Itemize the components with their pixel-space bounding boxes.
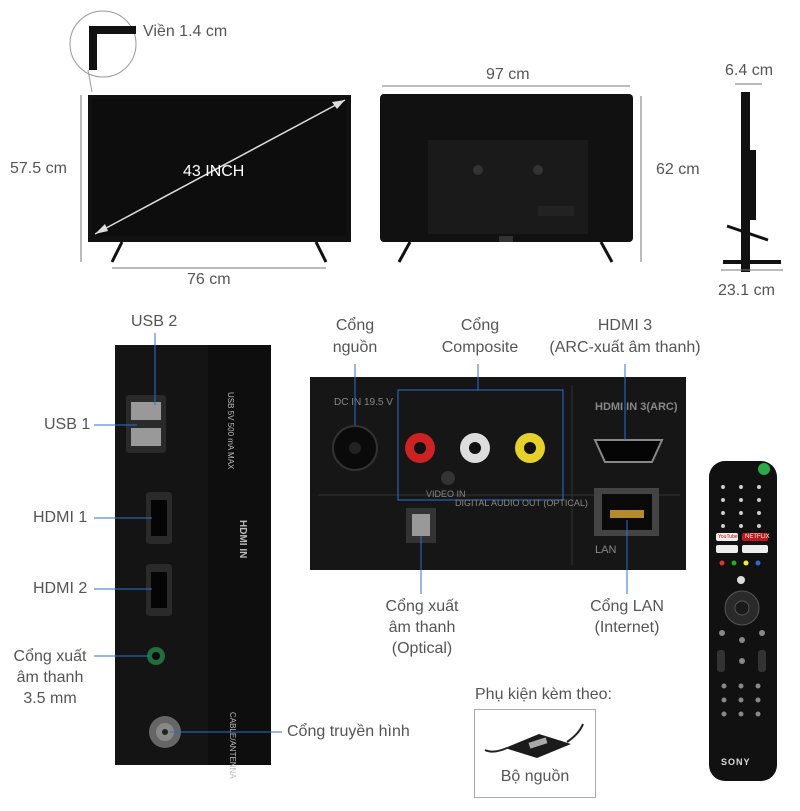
usb1-label: USB 1 bbox=[44, 416, 91, 433]
svg-text:HDMI IN 3(ARC): HDMI IN 3(ARC) bbox=[595, 401, 678, 413]
power-adapter-label: Bộ nguồn bbox=[500, 768, 570, 785]
audio-jack-label-line3: 3.5 mm bbox=[23, 690, 77, 707]
svg-text:DC IN 19.5 V: DC IN 19.5 V bbox=[334, 397, 393, 408]
side-depth-top-label: 6.4 cm bbox=[725, 62, 774, 79]
lan-port-label-line1: Cổng LAN bbox=[590, 598, 664, 615]
side-depth-bottom-label: 23.1 cm bbox=[718, 282, 775, 299]
power-adapter-box: Bộ nguồn bbox=[474, 709, 596, 798]
svg-text:LAN: LAN bbox=[595, 544, 616, 556]
svg-text:CABLE/ANTENNA: CABLE/ANTENNA bbox=[228, 712, 237, 779]
remote-brand-logo: SONY bbox=[721, 757, 751, 767]
bezel-label: Viền 1.4 cm bbox=[143, 23, 228, 40]
antenna-label: Cổng truyền hình bbox=[287, 723, 410, 740]
power-port-label: Cổng nguồn bbox=[320, 315, 390, 359]
hdmi2-label: HDMI 2 bbox=[33, 580, 88, 597]
optical-port-label-line3: (Optical) bbox=[391, 640, 453, 657]
optical-port-label-line2: âm thanh bbox=[388, 619, 456, 636]
remote-netflix-button: NETFLIX bbox=[745, 534, 770, 540]
screen-size-label: 43 INCH bbox=[183, 163, 245, 180]
audio-jack-label-line2: âm thanh bbox=[16, 669, 84, 686]
svg-text:HDMI IN: HDMI IN bbox=[237, 520, 248, 558]
composite-port-label-line1: Cổng bbox=[460, 317, 500, 334]
remote-youtube-button: YouTube bbox=[718, 534, 738, 540]
front-height-label: 57.5 cm bbox=[10, 160, 67, 177]
power-port-label-line2: nguồn bbox=[332, 339, 378, 356]
lan-port-label-line2: (Internet) bbox=[594, 619, 660, 636]
back-width-label: 97 cm bbox=[486, 66, 530, 83]
svg-text:USB 5V 500 mA MAX: USB 5V 500 mA MAX bbox=[226, 392, 235, 470]
composite-port-label: Cổng Composite bbox=[430, 315, 530, 359]
accessories-heading: Phụ kiện kèm theo: bbox=[475, 686, 612, 703]
power-port-label-line1: Cổng bbox=[335, 317, 375, 334]
hdmi3-port-label: HDMI 3 (ARC-xuất âm thanh) bbox=[540, 315, 710, 359]
audio-jack-label: Cổng xuất âm thanh 3.5 mm bbox=[8, 646, 92, 709]
composite-port-label-line2: Composite bbox=[441, 339, 519, 356]
usb2-label: USB 2 bbox=[131, 313, 178, 330]
lan-port-label: Cổng LAN (Internet) bbox=[580, 596, 674, 638]
front-width-label: 76 cm bbox=[187, 271, 231, 288]
svg-text:VIDEO IN: VIDEO IN bbox=[426, 489, 466, 499]
hdmi3-port-label-line1: HDMI 3 bbox=[597, 317, 653, 334]
audio-jack-label-line1: Cổng xuất bbox=[13, 648, 87, 665]
optical-port-label-line1: Cổng xuất bbox=[385, 598, 459, 615]
svg-text:DIGITAL AUDIO OUT (OPTICAL): DIGITAL AUDIO OUT (OPTICAL) bbox=[455, 498, 588, 508]
back-height-label: 62 cm bbox=[656, 161, 700, 178]
optical-port-label: Cổng xuất âm thanh (Optical) bbox=[370, 596, 474, 659]
hdmi3-port-label-line2: (ARC-xuất âm thanh) bbox=[549, 339, 701, 356]
hdmi1-label: HDMI 1 bbox=[33, 509, 88, 526]
power-adapter-icon bbox=[484, 723, 584, 758]
